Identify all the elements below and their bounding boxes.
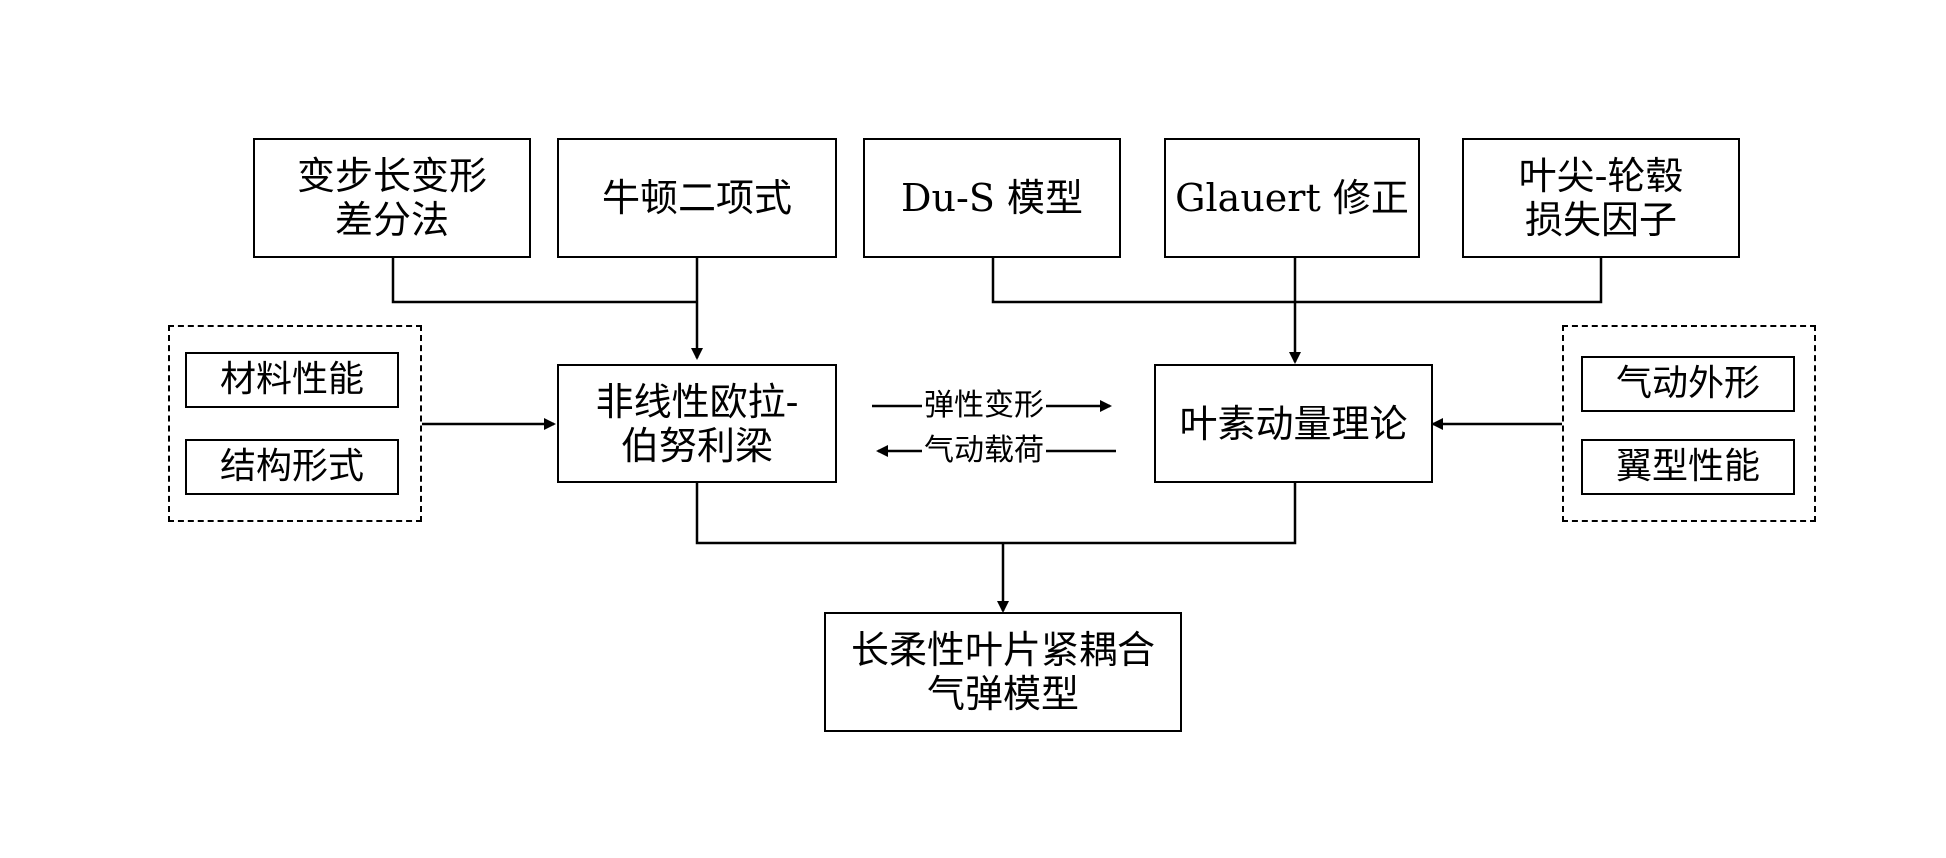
box-newton-binomial: 牛顿二项式 [557, 138, 837, 258]
box-beam-line1: 非线性欧拉- [595, 379, 799, 424]
box-coupled-aeroelastic-model: 长柔性叶片紧耦合 气弹模型 [824, 612, 1182, 732]
box-aero-shape: 气动外形 [1581, 356, 1795, 412]
box-material-label: 材料性能 [219, 359, 364, 400]
box-material-properties: 材料性能 [185, 352, 399, 408]
box-beam-line2: 伯努利梁 [620, 423, 773, 468]
box-variable-step-line1: 变步长变形 [296, 154, 487, 198]
box-variable-step-line2: 差分法 [334, 198, 449, 242]
box-airfoil-performance: 翼型性能 [1581, 439, 1795, 495]
box-blade-element-momentum: 叶素动量理论 [1154, 364, 1433, 483]
box-variable-step-method: 变步长变形 差分法 [253, 138, 531, 258]
box-tip-hub-line1: 叶尖-轮毂 [1518, 154, 1684, 198]
label-elastic-deformation: 弹性变形 [922, 388, 1046, 423]
label-aero-load: 气动载荷 [922, 433, 1046, 468]
box-dus-label: Du-S 模型 [901, 176, 1083, 220]
group-structural-inputs [168, 325, 422, 522]
box-glauert-label: Glauert 修正 [1175, 176, 1409, 220]
connector-dus [991, 258, 1603, 304]
box-bem-label: 叶素动量理论 [1179, 401, 1408, 446]
box-nonlinear-euler-bernoulli-beam: 非线性欧拉- 伯努利梁 [557, 364, 837, 483]
connector-variable-step [391, 258, 697, 304]
box-dus-model: Du-S 模型 [863, 138, 1121, 258]
box-aero-shape-label: 气动外形 [1615, 363, 1760, 404]
box-tip-hub-line2: 损失因子 [1524, 198, 1677, 242]
connector-beam-bem-merge [695, 483, 1297, 545]
box-result-line2: 气弹模型 [926, 672, 1079, 716]
box-structure-label: 结构形式 [219, 446, 364, 487]
box-structure-form: 结构形式 [185, 439, 399, 495]
box-tip-hub-loss: 叶尖-轮毂 损失因子 [1462, 138, 1740, 258]
box-airfoil-label: 翼型性能 [1615, 446, 1760, 487]
box-glauert-correction: Glauert 修正 [1164, 138, 1420, 258]
box-newton-label: 牛顿二项式 [601, 176, 792, 220]
box-result-line1: 长柔性叶片紧耦合 [850, 628, 1155, 672]
group-aero-inputs [1562, 325, 1816, 522]
